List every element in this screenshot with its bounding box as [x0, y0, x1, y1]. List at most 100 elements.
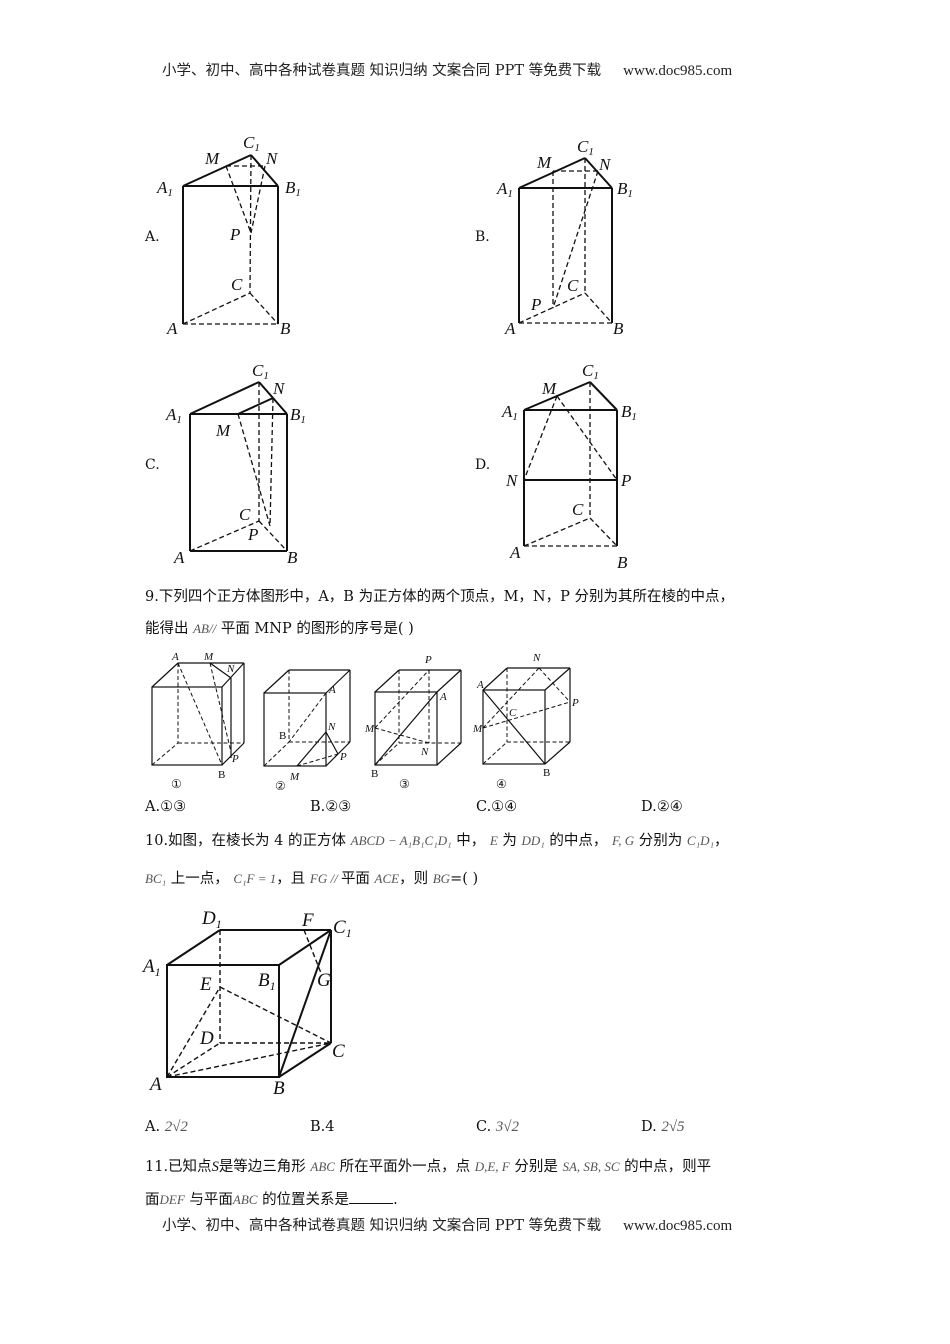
svg-text:B: B	[543, 767, 550, 779]
svg-text:P: P	[530, 295, 541, 314]
q11-math-abc: ABC	[310, 1159, 335, 1174]
q11-text: 面	[145, 1192, 160, 1208]
svg-text:P: P	[231, 753, 239, 765]
svg-text:P: P	[247, 525, 258, 544]
svg-text:N: N	[505, 471, 519, 490]
q10-math-c1f: C₁F = 1	[233, 871, 277, 886]
q11-text: 11.已知点	[145, 1159, 212, 1175]
q11-answer-blank[interactable]	[349, 1189, 394, 1204]
header-site-link[interactable]: www.doc985.com	[623, 63, 733, 79]
svg-text:A1: A1	[165, 405, 182, 426]
q10-text: 10.如图，在棱长为 4 的正方体	[145, 833, 347, 849]
q8-figure-d-prism: C1 M A1 B1 N P C A B	[501, 361, 637, 572]
svg-text:C1: C1	[582, 361, 599, 382]
q9-option-d[interactable]: D.②④	[641, 799, 683, 815]
svg-text:N: N	[226, 663, 235, 675]
svg-text:C: C	[332, 1041, 345, 1062]
svg-text:M: M	[364, 723, 375, 735]
svg-text:M: M	[204, 149, 220, 168]
q10-text: ，且	[276, 871, 306, 887]
q11-text: 是等边三角形	[218, 1159, 306, 1175]
q11-text: 分别是	[514, 1159, 558, 1175]
svg-text:M: M	[203, 651, 214, 663]
q8-option-d-label[interactable]: D.	[475, 457, 491, 473]
q9-cube-3: P A M N B ③	[364, 654, 462, 790]
svg-text:A1: A1	[156, 178, 173, 199]
q8-figure-c-prism: C1 N A1 B1 M C P A B	[165, 361, 306, 567]
footer-site-link[interactable]: www.doc985.com	[623, 1218, 733, 1234]
q10-option-b[interactable]: B.4	[310, 1117, 335, 1137]
q11-math-sa-sb-sc: SA, SB, SC	[562, 1159, 620, 1174]
svg-text:B: B	[218, 769, 225, 781]
svg-text:B: B	[279, 730, 286, 742]
q11-text: 的中点，则平	[624, 1159, 712, 1175]
svg-text:N: N	[327, 721, 336, 733]
q10-option-c[interactable]: C. 3√2	[476, 1117, 519, 1137]
q8-option-a-label[interactable]: A.	[145, 229, 160, 245]
svg-text:P: P	[571, 697, 579, 709]
q10-math-fg: F, G	[612, 833, 635, 848]
option-prefix: D.	[641, 1119, 662, 1135]
svg-text:B: B	[287, 548, 298, 567]
q9-option-b[interactable]: B.②③	[310, 799, 352, 815]
svg-text:A: A	[166, 319, 178, 338]
svg-text:N: N	[272, 379, 286, 398]
svg-text:N: N	[532, 652, 541, 664]
q9-math-ab-parallel: AB//	[193, 621, 217, 636]
q10-math-cube: ABCD − A₁B₁C₁D₁	[350, 833, 452, 848]
svg-text:N: N	[420, 746, 429, 758]
q9-cube-3-caption: ③	[399, 777, 410, 790]
q10-text: 的中点，	[549, 833, 608, 849]
q9-cube-1-caption: ①	[171, 777, 182, 790]
q10-text: 上一点，	[170, 871, 229, 887]
svg-text:A1: A1	[496, 179, 513, 200]
svg-text:C: C	[572, 500, 584, 519]
option-prefix: B.	[310, 1119, 326, 1135]
svg-text:B: B	[280, 319, 291, 338]
q10-math-ace: ACE	[374, 871, 400, 886]
q9-text: 能得出	[145, 621, 189, 637]
q10-math-fg-parallel: FG //	[309, 871, 341, 886]
svg-text:A: A	[328, 684, 336, 696]
footer-text: 小学、初中、高中各种试卷真题 知识归纳 文案合同 PPT 等免费下载	[162, 1218, 602, 1234]
q9-option-a[interactable]: A.①③	[145, 799, 187, 815]
q10-option-a[interactable]: A. 2√2	[145, 1117, 188, 1137]
svg-text:P: P	[620, 471, 631, 490]
q8-option-b-label[interactable]: B.	[475, 229, 490, 245]
q9-cube-4-caption: ④	[496, 777, 507, 790]
q9-text: 平面 MNP 的图形的序号是( )	[220, 621, 414, 637]
svg-text:C1: C1	[252, 361, 269, 382]
svg-text:A: A	[504, 319, 516, 338]
svg-text:N: N	[598, 155, 612, 174]
svg-text:B: B	[273, 1078, 285, 1099]
svg-text:A: A	[439, 691, 447, 703]
q11-math-abc-plane: ABC	[232, 1192, 258, 1207]
svg-text:C1: C1	[243, 133, 260, 154]
q10-text: 中，	[456, 833, 486, 849]
q9-cube-1: A M N P B ①	[151, 651, 245, 790]
q10-option-d[interactable]: D. 2√5	[641, 1117, 685, 1137]
q10-stem-line1: 10.如图，在棱长为 4 的正方体 ABCD − A₁B₁C₁D₁ 中， E 为…	[145, 831, 729, 851]
q9-cube-4: N A C P M B ④	[473, 652, 579, 790]
svg-text:B: B	[617, 553, 628, 572]
q10-cube-figure: D1 F C1 A1 E B1 G D C A B	[141, 908, 352, 1099]
q9-option-c[interactable]: C.①④	[476, 799, 518, 815]
svg-text:E: E	[199, 974, 212, 995]
q10-text: 平面	[340, 871, 370, 887]
svg-text:A: A	[509, 543, 521, 562]
svg-text:P: P	[339, 751, 347, 763]
q11-math-def-plane: DEF	[159, 1192, 185, 1207]
svg-text:C1: C1	[333, 917, 352, 940]
svg-text:M: M	[289, 771, 300, 783]
option-value: 2√2	[164, 1119, 188, 1135]
q10-math-bc1: BC₁	[145, 871, 167, 886]
svg-text:P: P	[424, 654, 432, 666]
q8-figure-b-prism: C1 M N A1 B1 P C A B	[496, 137, 633, 338]
q8-figure-a-prism: C1 M N A1 B1 P C A B	[156, 133, 301, 338]
option-value: 4	[325, 1119, 335, 1135]
svg-text:C: C	[231, 275, 243, 294]
svg-text:C: C	[509, 707, 517, 719]
q8-option-c-label[interactable]: C.	[145, 457, 160, 473]
page-footer: 小学、初中、高中各种试卷真题 知识归纳 文案合同 PPT 等免费下载 www.do…	[162, 1214, 732, 1235]
